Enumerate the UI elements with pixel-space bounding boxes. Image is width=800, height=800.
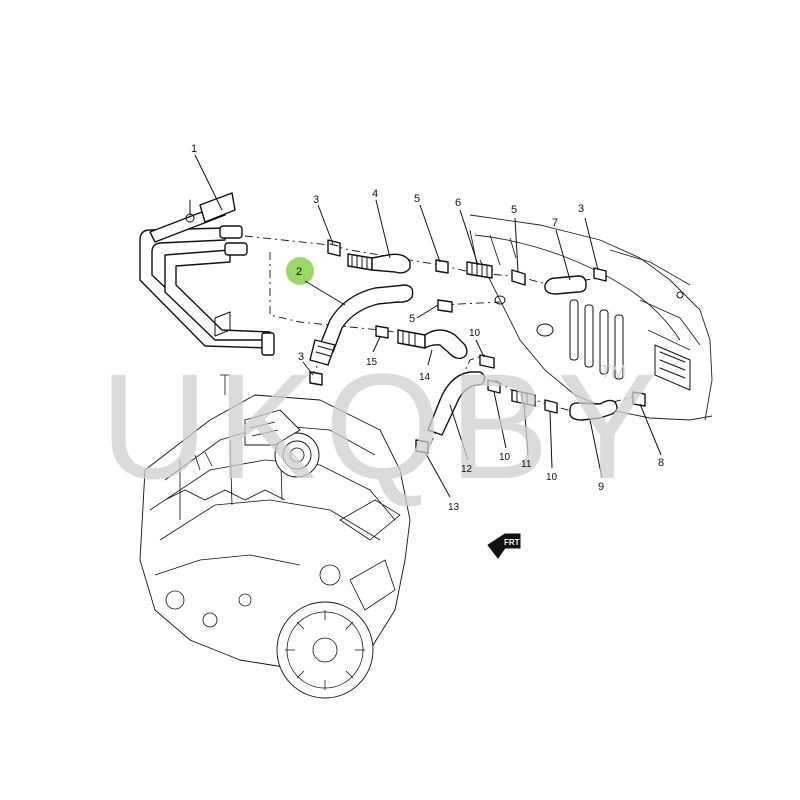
upper-heater-hose (347, 253, 411, 274)
callout-6: 6 (455, 197, 461, 209)
callout-13: 13 (448, 502, 460, 513)
heater-outlet-hose (569, 399, 618, 421)
watermark-text: UKQBY (100, 342, 665, 510)
callout-3: 3 (578, 203, 584, 215)
hose-clamp (309, 239, 646, 454)
callout-9: 9 (598, 481, 604, 493)
lower-heater-hose (309, 284, 414, 366)
hose-connector (466, 261, 493, 279)
callout-3: 3 (313, 194, 319, 206)
callout-12: 12 (461, 464, 473, 475)
callout-3: 3 (298, 351, 304, 363)
callout-4: 4 (372, 188, 378, 200)
return-hose (427, 371, 486, 436)
highlight-marker (286, 257, 314, 285)
bypass-hose (397, 329, 468, 360)
callout-15: 15 (366, 357, 378, 368)
callout-11: 11 (521, 459, 532, 470)
callout-10: 10 (469, 328, 481, 339)
callout-10: 10 (546, 472, 558, 483)
front-direction-arrow: FRT (487, 533, 521, 559)
callout-14: 14 (419, 372, 431, 383)
hose-fitting (511, 389, 536, 407)
outlet-hose (544, 275, 587, 295)
callout-8: 8 (658, 457, 664, 469)
callout-5: 5 (409, 313, 415, 325)
leader-lines (194, 154, 662, 498)
callout-5: 5 (414, 193, 420, 205)
callout-5: 5 (511, 204, 517, 216)
watermark-trademark: TM (600, 362, 626, 382)
engine-assembly (139, 374, 411, 699)
front-direction-label: FRT (504, 538, 520, 547)
callout-10: 10 (499, 452, 511, 463)
callout-7: 7 (552, 217, 558, 229)
heater-pipe-assembly (139, 192, 275, 356)
callout-2: 2 (296, 266, 302, 278)
callout-1: 1 (191, 143, 197, 155)
callout-labels: 1 2 3 3 3 4 5 5 5 6 7 8 9 10 10 10 11 12… (191, 143, 664, 513)
